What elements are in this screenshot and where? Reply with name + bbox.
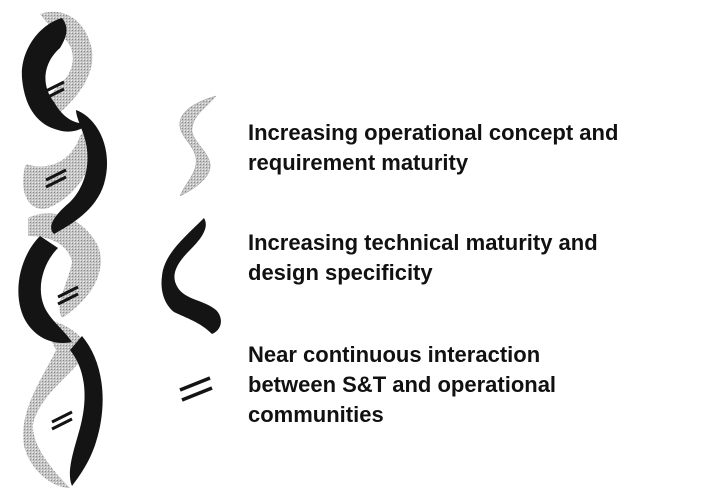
light-strand-segment: [22, 122, 95, 209]
light-ribbon-icon: [179, 95, 217, 197]
double-helix-illustration: [18, 11, 108, 488]
legend-line: requirement maturity: [248, 150, 469, 175]
dark-strand-segment: [21, 18, 89, 132]
legend-line: Increasing technical maturity and: [248, 230, 598, 255]
legend-line: between S&T and operational: [248, 372, 557, 397]
double-line-icon: [179, 376, 213, 402]
legend-text: Near continuous interaction between S&T …: [248, 340, 556, 430]
light-strand-segment: [28, 213, 101, 318]
dark-ribbon-icon: [161, 218, 221, 334]
legend-text: Increasing operational concept and requi…: [248, 118, 618, 178]
helix-crosslink: [43, 80, 65, 101]
legend-line: communities: [248, 402, 384, 427]
legend-text: Increasing technical maturity and design…: [248, 228, 598, 288]
helix-crosslink: [51, 410, 73, 431]
legend-line: Near continuous interaction: [248, 342, 541, 367]
helix-crosslink: [57, 285, 79, 306]
helix-crosslink: [45, 168, 67, 189]
legend-line: design specificity: [248, 260, 433, 285]
dark-strand-segment: [51, 110, 108, 234]
light-strand-segment: [23, 318, 89, 488]
dark-strand-segment: [69, 336, 103, 486]
dark-strand-segment: [18, 236, 73, 343]
legend-line: Increasing operational concept and: [248, 120, 619, 145]
